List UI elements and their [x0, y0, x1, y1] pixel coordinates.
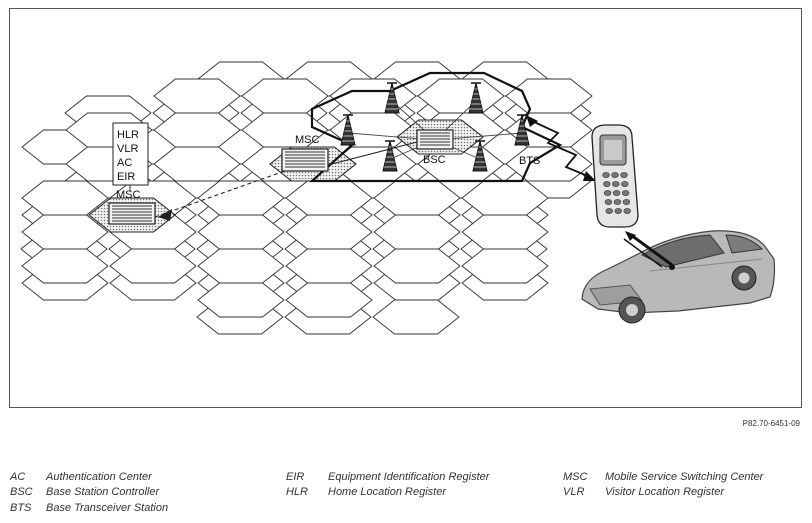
- hex-cell: [109, 248, 197, 284]
- phone-key: [620, 172, 628, 178]
- diagram-frame: MSC HLR VLR AC EIR MSC BSC BTS: [9, 8, 802, 408]
- gsm-network-diagram: MSC HLR VLR AC EIR MSC BSC BTS: [20, 61, 776, 335]
- hex-cell: [461, 248, 549, 284]
- car-antenna-link: [623, 231, 675, 270]
- bts-tower-icon: [384, 82, 400, 114]
- bts-tower-icon: [382, 140, 398, 172]
- phone-key: [621, 190, 630, 196]
- bsc-label: BSC: [423, 154, 446, 166]
- hex-cell: [285, 282, 373, 318]
- hex-cell: [505, 146, 593, 182]
- hex-cell: [21, 248, 109, 284]
- phone-key: [613, 199, 622, 205]
- radio-link-zigzag: [531, 120, 591, 178]
- phone-key: [603, 181, 611, 187]
- phone-key: [612, 181, 620, 187]
- bts-tower-icon: [514, 114, 530, 146]
- bsc-unit: [416, 129, 454, 150]
- hex-cell: [373, 248, 461, 284]
- mobile-phone-image: [591, 124, 639, 228]
- msc-switch-left: [108, 202, 156, 225]
- register-hlr: HLR: [117, 129, 139, 141]
- phone-key: [621, 181, 629, 187]
- phone-key: [603, 190, 612, 196]
- msc-to-bsc-link: [327, 141, 418, 166]
- register-vlr: VLR: [117, 143, 138, 155]
- phone-key: [622, 199, 631, 205]
- hex-cell: [153, 146, 241, 182]
- bts-tower-icon: [472, 140, 488, 172]
- register-eir: EIR: [117, 171, 135, 183]
- hexagonal-cell-grid: [20, 61, 593, 335]
- msc-to-msc-link: [154, 166, 297, 218]
- arrow-head-left: [158, 209, 172, 221]
- bts-towers: [340, 82, 530, 172]
- phone-key: [614, 208, 622, 214]
- hex-cell: [372, 299, 460, 335]
- register-ac: AC: [117, 157, 132, 169]
- bts-tower-icon: [468, 82, 484, 114]
- phone-key: [605, 208, 613, 214]
- msc-switch-center: [281, 148, 329, 172]
- hex-cell: [197, 282, 285, 318]
- car-image: [581, 230, 776, 324]
- bts-label: BTS: [519, 155, 540, 167]
- bts-tower-icon: [340, 114, 356, 146]
- phone-key: [623, 208, 631, 214]
- phone-key: [602, 172, 610, 178]
- msc-left-label: MSC: [116, 189, 141, 201]
- phone-key: [612, 190, 621, 196]
- msc-center-label: MSC: [295, 134, 320, 146]
- phone-key: [611, 172, 619, 178]
- figure-reference: P82.70-6451-09: [742, 419, 800, 428]
- bsc-cluster-outline: [309, 71, 563, 183]
- phone-key: [604, 199, 613, 205]
- register-box: [112, 122, 149, 191]
